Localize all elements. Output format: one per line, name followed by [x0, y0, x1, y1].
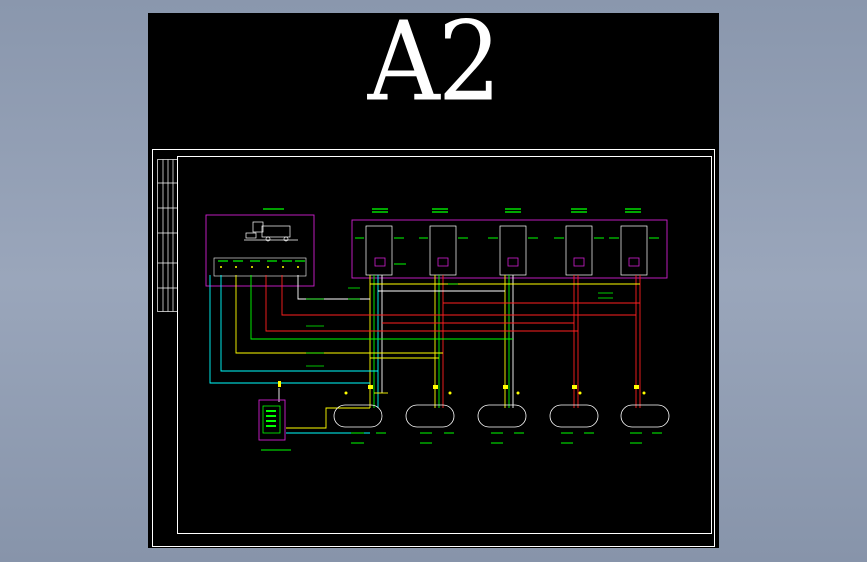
compressor-sketch-icon — [244, 221, 298, 242]
small-annotation-marks — [306, 283, 613, 367]
feeder-lines — [278, 388, 388, 434]
valve-markers — [278, 381, 639, 389]
small-unit-box — [258, 399, 291, 451]
tank-unit-2 — [405, 391, 455, 444]
terminal-group-box — [351, 208, 668, 279]
tank-unit-3 — [477, 391, 527, 444]
tank-unit-5 — [620, 391, 670, 444]
drawing-sheet: A2 — [148, 6, 719, 548]
tank-unit-4 — [549, 391, 599, 444]
schematic-drawing — [152, 149, 715, 547]
trunk-lines — [209, 275, 640, 384]
left-title-strip — [157, 159, 178, 312]
tank-unit-1 — [333, 391, 386, 444]
sheet-title: A2 — [367, 0, 502, 126]
inner-frame — [177, 156, 712, 534]
control-cabinet-box — [205, 208, 315, 287]
outer-frame — [152, 149, 715, 547]
